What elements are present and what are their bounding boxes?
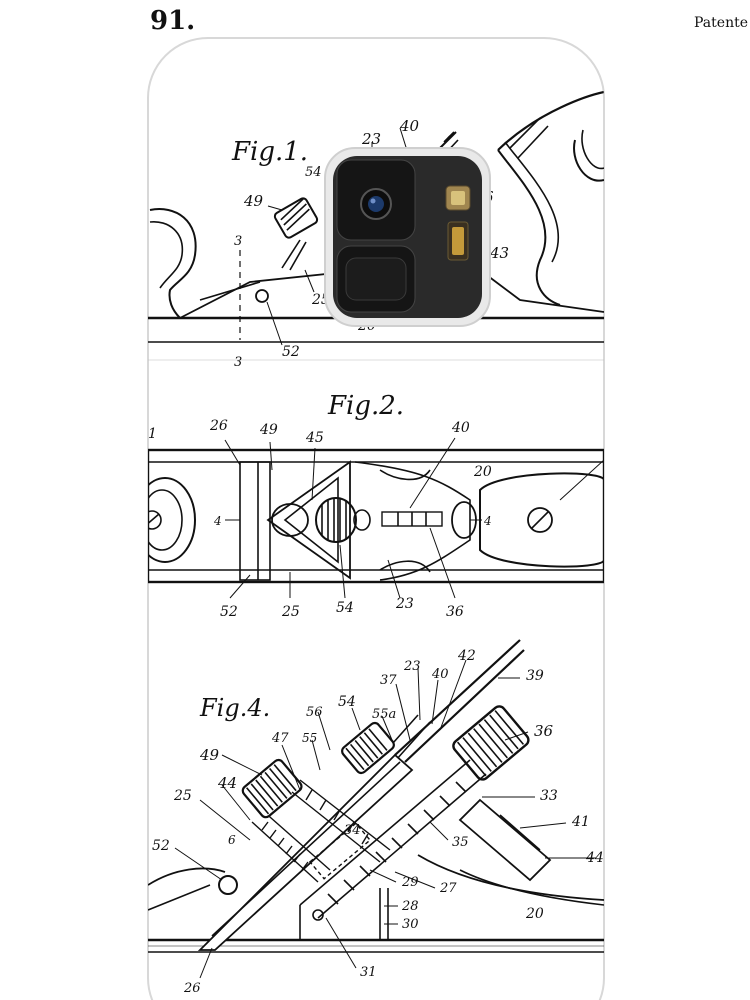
figure-labels: Fig.1. 23 40 54 49 6 3 43 25 52 35 20 3 … <box>148 117 604 996</box>
fig4-label: 37 <box>380 673 397 688</box>
fig1-label: 3 <box>234 355 242 370</box>
patent-drawing <box>148 90 604 979</box>
fig2-label: 45 <box>305 430 324 446</box>
figure-1-drawing <box>148 90 604 346</box>
fig4-label: 44 <box>585 850 604 866</box>
fig1-label: 49 <box>243 192 264 210</box>
fig4-label: 33 <box>540 788 558 804</box>
fig1-label: 43 <box>489 244 509 262</box>
fig1-title: Fig.1. <box>231 137 308 167</box>
fig1-label: 3 <box>234 234 242 249</box>
fig4-label: 29 <box>401 875 419 890</box>
fig2-title: Fig.2. <box>327 391 404 421</box>
fig4-label: 52 <box>152 838 170 854</box>
fig4-label: 25 <box>173 788 192 804</box>
camera-cutout <box>324 147 491 327</box>
fig4-label: 56 <box>306 705 323 720</box>
fig4-label: 55 <box>302 731 317 745</box>
fig4-label: 27 <box>439 881 457 896</box>
fig4-label: 31 <box>360 965 377 980</box>
fig4-label: 26 <box>183 981 201 996</box>
fig2-label: 25 <box>281 604 300 620</box>
fig4-label: 54 <box>338 694 356 710</box>
fig1-label: 23 <box>361 130 381 148</box>
fig2-label: 20 <box>473 464 492 480</box>
fig2-label: 26 <box>209 418 228 434</box>
fig4-label: 28 <box>401 899 419 914</box>
fig4-label: 55a <box>372 707 396 722</box>
fig4-label: 20 <box>525 906 544 922</box>
fig1-label: 52 <box>282 344 300 360</box>
fig2-label: 49 <box>259 422 278 438</box>
fig4-label: 39 <box>526 668 544 684</box>
fig4-title: Fig.4. <box>199 694 270 722</box>
figure-2-drawing <box>148 437 604 599</box>
fig2-label: 23 <box>395 596 414 612</box>
fig4-label: 6 <box>228 833 236 847</box>
patent-header-fragment: Patente <box>694 15 748 31</box>
fig1-label: 40 <box>399 117 420 135</box>
fig4-label: 41 <box>571 814 590 830</box>
fig4-label: 44 <box>217 774 237 792</box>
fig4-label: 40 <box>431 667 449 682</box>
fig4-label: 36 <box>534 722 554 740</box>
fig1-label: 54 <box>305 165 322 180</box>
fig4-label: 49 <box>199 746 220 764</box>
fig2-label: 40 <box>451 420 470 436</box>
fig4-label: 42 <box>457 648 476 664</box>
patent-number-fragment: 91. <box>150 6 196 36</box>
fig2-label: 4 <box>213 514 222 528</box>
fig2-label: 54 <box>336 600 354 616</box>
fig4-label: 47 <box>271 731 289 746</box>
figure-4-drawing <box>148 639 604 979</box>
fig2-label: 52 <box>220 604 238 620</box>
fig2-label: 36 <box>446 604 464 620</box>
fig4-label: 35 <box>452 835 469 850</box>
fig2-label: 1 <box>148 426 157 442</box>
fig2-label: 4 <box>483 514 492 528</box>
fig4-label: 30 <box>402 917 419 932</box>
fig4-label: 34 <box>344 823 361 838</box>
fig4-label: 23 <box>403 659 421 674</box>
